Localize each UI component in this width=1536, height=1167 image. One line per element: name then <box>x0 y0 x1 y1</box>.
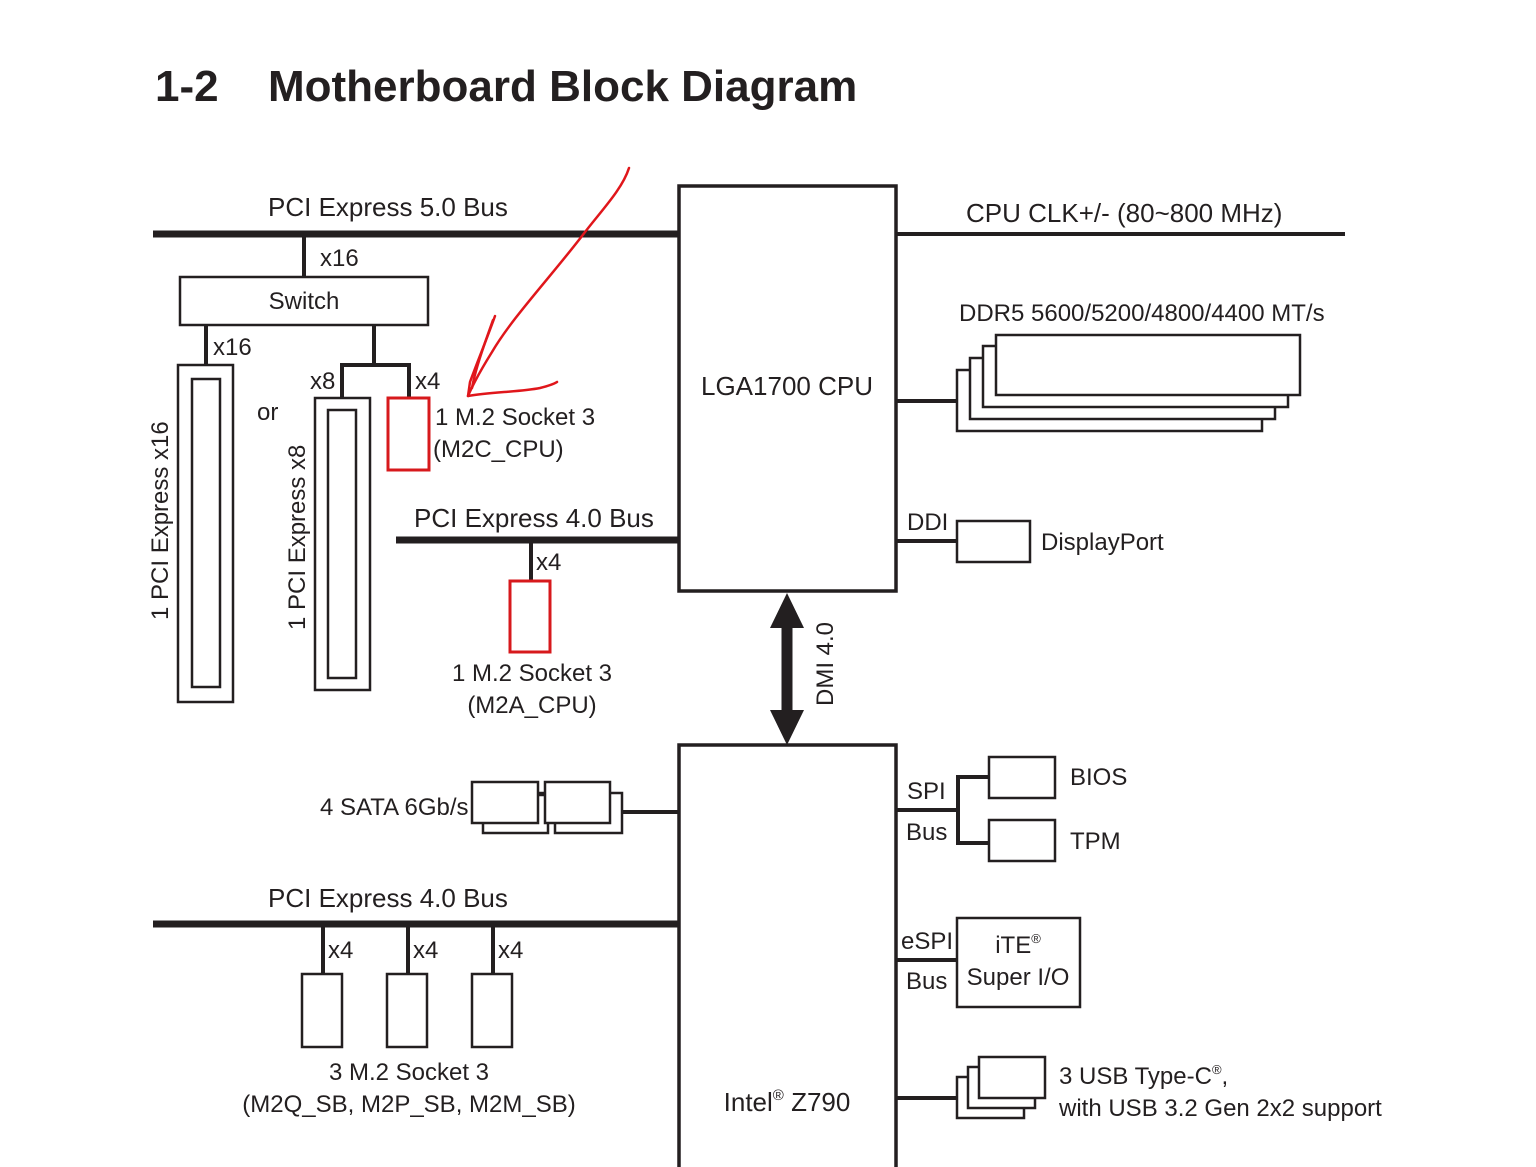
espi-label-line2: Bus <box>906 968 947 995</box>
pcie4-sb-bus-label: PCI Express 4.0 Bus <box>268 883 508 913</box>
sb-m2-lanes-2: x4 <box>413 937 438 964</box>
chipset-label: Intel® Z790 <box>724 1087 851 1117</box>
annotation-arrow-head-stroke <box>470 318 495 390</box>
section-number: 1-2 <box>155 62 219 111</box>
m2a-label-line2: (M2A_CPU) <box>467 692 596 719</box>
sata-port-stack <box>470 780 624 835</box>
m2m-sb-socket <box>470 972 514 1049</box>
usb-port-stack <box>955 1055 1047 1120</box>
displayport-box <box>955 519 1032 564</box>
spi-label-line1: SPI <box>907 778 946 805</box>
espi-label-line1: eSPI <box>901 928 953 955</box>
ddr5-module-stack <box>955 333 1302 433</box>
pcie-switch-label: Switch <box>269 288 340 315</box>
pcie-x8-slot-inner <box>326 408 358 680</box>
dmi-arrow-up-head <box>770 593 804 628</box>
displayport-label: DisplayPort <box>1041 529 1164 556</box>
pcie-x16-slot-label: 1 PCI Express x16 <box>147 421 174 620</box>
sb-m2-lanes-3: x4 <box>498 937 523 964</box>
tpm-box <box>987 818 1057 863</box>
or-label: or <box>257 399 278 426</box>
dmi-arrow-down-head <box>770 710 804 745</box>
m2a-label-line1: 1 M.2 Socket 3 <box>452 660 612 687</box>
bios-box <box>987 755 1057 800</box>
usb-label-line1: 3 USB Type-C®, <box>1059 1062 1228 1090</box>
chipset-box <box>677 743 898 1167</box>
cpu-label: LGA1700 CPU <box>701 371 873 401</box>
m2c-lanes: x4 <box>415 368 440 395</box>
sata-label: 4 SATA 6Gb/s <box>320 794 469 821</box>
superio-box <box>955 916 1082 1009</box>
sb-m2-lanes-1: x4 <box>328 937 353 964</box>
sata-port-2 <box>543 780 612 825</box>
dmi-arrow <box>770 593 804 745</box>
superio-label-line2: Super I/O <box>967 964 1070 991</box>
usb-port-1 <box>977 1055 1047 1100</box>
page-title: Motherboard Block Diagram <box>268 62 857 111</box>
pcie-x16-slot-inner <box>190 377 222 689</box>
dmi-label: DMI 4.0 <box>812 622 839 706</box>
pcie5-bus-label: PCI Express 5.0 Bus <box>268 192 508 222</box>
pcie-switch-box <box>178 275 430 327</box>
pcie4-cpu-bus-label: PCI Express 4.0 Bus <box>414 503 654 533</box>
ddr5-label: DDR5 5600/5200/4800/4400 MT/s <box>959 300 1325 327</box>
m2a-lanes: x4 <box>536 549 561 576</box>
slot-x16-lanes: x16 <box>213 334 252 361</box>
spi-branch-wire <box>956 775 989 845</box>
m2c-label-line1: 1 M.2 Socket 3 <box>435 404 595 431</box>
spi-label-line2: Bus <box>906 819 947 846</box>
sata-port-1 <box>470 780 540 825</box>
pcie5-uplink-lanes: x16 <box>320 245 359 272</box>
cpu-box <box>677 184 898 593</box>
ddr5-module-1 <box>994 333 1302 397</box>
tpm-label: TPM <box>1070 828 1121 855</box>
m2c-cpu-socket <box>386 396 431 472</box>
usb-label-line2: with USB 3.2 Gen 2x2 support <box>1058 1095 1382 1122</box>
cpu-clk-label: CPU CLK+/- (80~800 MHz) <box>966 198 1282 228</box>
slot-x8-lanes: x8 <box>310 368 335 395</box>
m2p-sb-socket <box>385 972 429 1049</box>
bios-label: BIOS <box>1070 764 1127 791</box>
superio-label-line1: iTE® <box>995 931 1041 959</box>
ddi-label: DDI <box>907 509 948 536</box>
sb-m2-label-line1: 3 M.2 Socket 3 <box>329 1059 489 1086</box>
annotation-arrow-shaft <box>466 166 631 398</box>
switch-split-wire <box>340 363 411 398</box>
sb-m2-label-line2: (M2Q_SB, M2P_SB, M2M_SB) <box>242 1091 575 1118</box>
m2c-label-line2: (M2C_CPU) <box>433 436 564 463</box>
pcie-x8-slot-label: 1 PCI Express x8 <box>284 445 311 630</box>
m2a-cpu-socket <box>508 579 552 654</box>
m2q-sb-socket <box>300 972 344 1049</box>
